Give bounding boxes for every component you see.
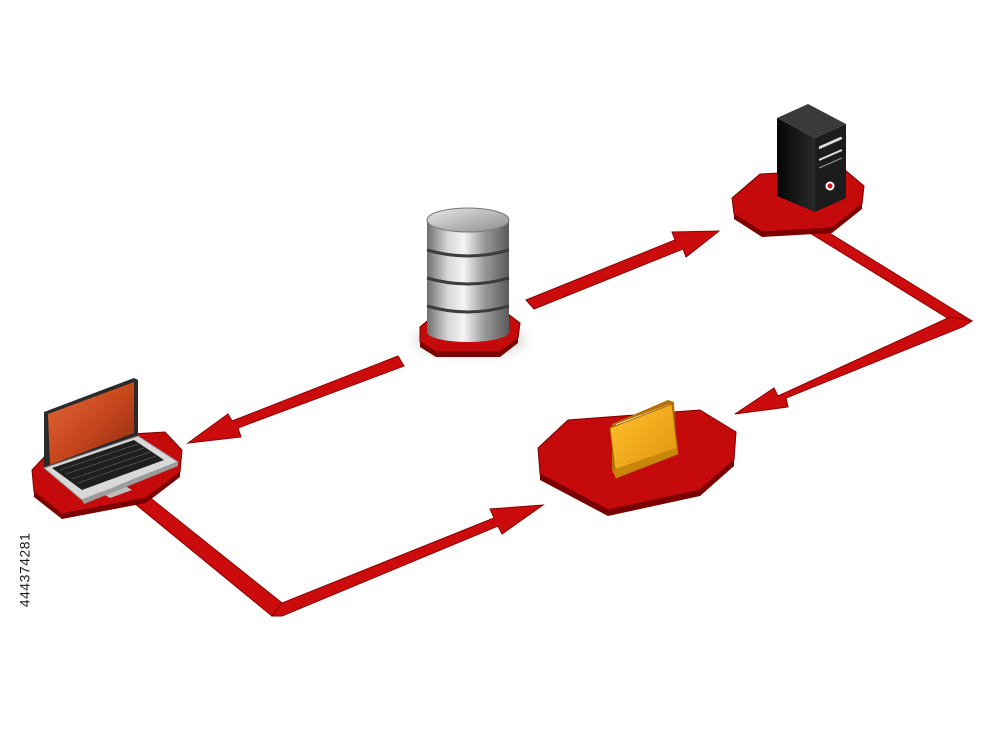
laptop-icon bbox=[43, 378, 180, 504]
node-laptop bbox=[31, 378, 183, 519]
server-tower-icon bbox=[777, 104, 846, 212]
image-id-label: 444374281 bbox=[6, 515, 42, 625]
arrow-laptop-to-folder bbox=[133, 495, 545, 617]
arrow-server-to-folder bbox=[734, 225, 974, 415]
node-database bbox=[415, 207, 525, 357]
node-folder bbox=[537, 400, 737, 516]
connection-arrows bbox=[133, 225, 974, 617]
arrow-database-to-laptop bbox=[186, 355, 405, 444]
arrow-database-to-server bbox=[525, 230, 721, 310]
node-server bbox=[731, 104, 865, 237]
image-id-text: 444374281 bbox=[16, 532, 33, 608]
database-cylinder-icon bbox=[426, 207, 510, 342]
folder-icon bbox=[609, 400, 679, 479]
